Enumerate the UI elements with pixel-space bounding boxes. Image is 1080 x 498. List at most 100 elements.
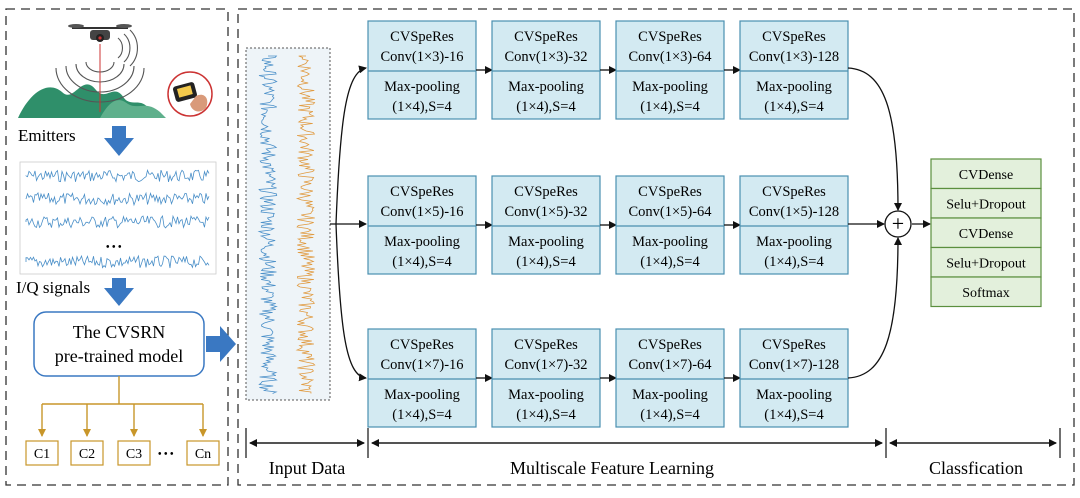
pretrained-model-line1: The CVSRN: [73, 322, 166, 342]
block-title: CVSpeRes: [762, 29, 826, 45]
classifier-layer-1: CVDense: [930, 158, 1042, 190]
emitters-label: Emitters: [18, 126, 76, 145]
block-title: CVSpeRes: [514, 337, 578, 353]
block-conv: Conv(1×5)-32: [504, 204, 587, 220]
iq-signal-traces: [25, 169, 210, 269]
block-pool-param: (1×4),S=4: [764, 407, 824, 423]
block-pool: Max-pooling: [508, 79, 584, 95]
classifier-layer-label: Selu+Dropout: [946, 198, 1026, 213]
merge-connectors: [847, 67, 931, 379]
output-c2: C2: [70, 440, 104, 466]
classifier-layer-5: Softmax: [930, 276, 1042, 308]
output-tree: [38, 376, 207, 437]
section-label-feature: Multiscale Feature Learning: [510, 458, 714, 478]
block-title: CVSpeRes: [762, 337, 826, 353]
section-label-input: Input Data: [269, 458, 345, 478]
svg-text:C2: C2: [79, 447, 95, 462]
classifier-layer-label: CVDense: [959, 168, 1013, 183]
sum-symbol: +: [892, 211, 904, 236]
block-pool-param: (1×4),S=4: [516, 254, 576, 270]
output-cn: Cn: [186, 440, 220, 466]
block-title: CVSpeRes: [638, 184, 702, 200]
block-pool: Max-pooling: [632, 387, 708, 403]
block-title: CVSpeRes: [390, 29, 454, 45]
block-conv: Conv(1×7)-64: [628, 357, 712, 373]
block-title: CVSpeRes: [514, 184, 578, 200]
down-arrow-2: [104, 278, 134, 306]
svg-text:Cn: Cn: [195, 447, 211, 462]
block-pool-param: (1×4),S=4: [516, 407, 576, 423]
iq-signal-trace: [25, 214, 210, 229]
svg-text:C3: C3: [126, 447, 142, 462]
block-pool: Max-pooling: [756, 79, 832, 95]
left-panel-frame: [5, 8, 229, 486]
controller-icon: [167, 71, 213, 117]
block-pool: Max-pooling: [508, 387, 584, 403]
sum-node: [884, 210, 912, 238]
block-conv: Conv(1×3)-16: [380, 49, 463, 65]
svg-text:C1: C1: [34, 447, 50, 462]
iq-ellipsis: • • •: [106, 242, 122, 253]
landscape-hills-back: [100, 100, 166, 118]
block-pool: Max-pooling: [632, 79, 708, 95]
block-pool-param: (1×4),S=4: [764, 99, 824, 115]
input-iq-traces: [257, 55, 316, 394]
block-pool: Max-pooling: [384, 387, 460, 403]
block-conv: Conv(1×7)-32: [504, 357, 587, 373]
iq-signal-trace: [25, 254, 210, 269]
block-pool: Max-pooling: [508, 234, 584, 250]
block-pool: Max-pooling: [756, 387, 832, 403]
classifier-layer-label: CVDense: [959, 227, 1013, 242]
block-pool-param: (1×4),S=4: [764, 254, 824, 270]
iq-signals-box: [19, 161, 217, 275]
output-c3: C3: [117, 440, 151, 466]
block-conv: Conv(1×7)-128: [749, 357, 839, 373]
section-label-classification: Classfication: [929, 458, 1023, 478]
down-arrow-1: [104, 126, 134, 156]
iq-signals-label: I/Q signals: [16, 278, 90, 297]
block-title: CVSpeRes: [762, 184, 826, 200]
block-conv: Conv(1×5)-16: [380, 204, 463, 220]
block-conv: Conv(1×5)-128: [749, 204, 839, 220]
block-title: CVSpeRes: [638, 337, 702, 353]
block-pool-param: (1×4),S=4: [516, 99, 576, 115]
block-pool: Max-pooling: [756, 234, 832, 250]
block-conv: Conv(1×3)-128: [749, 49, 839, 65]
block-conv: Conv(1×3)-32: [504, 49, 587, 65]
block-conv: Conv(1×7)-16: [380, 357, 463, 373]
pretrained-model-line2: pre-trained model: [55, 346, 183, 366]
iq-signal-trace: [25, 191, 210, 207]
classifier-layer-3: CVDense: [930, 217, 1042, 249]
block-pool-param: (1×4),S=4: [640, 407, 700, 423]
block-pool-param: (1×4),S=4: [392, 407, 452, 423]
drone-icon: [68, 24, 132, 42]
iq-signal-trace: [25, 169, 210, 183]
signal-waves-right: [117, 29, 138, 67]
multiscale-branches: CVSpeResConv(1×3)-16Max-pooling(1×4),S=4…: [367, 20, 849, 428]
input-q-trace: [295, 55, 316, 394]
block-title: CVSpeRes: [390, 337, 454, 353]
section-span-lines: [245, 428, 1061, 458]
block-pool: Max-pooling: [384, 234, 460, 250]
classifier-layer-label: Selu+Dropout: [946, 257, 1026, 272]
main-panel-frame: [237, 8, 1075, 486]
block-conv: Conv(1×5)-64: [628, 204, 712, 220]
block-conv: Conv(1×3)-64: [628, 49, 712, 65]
input-branch-connectors: [330, 65, 367, 382]
outputs-ellipsis: • • •: [158, 449, 174, 460]
block-title: CVSpeRes: [514, 29, 578, 45]
block-title: CVSpeRes: [638, 29, 702, 45]
